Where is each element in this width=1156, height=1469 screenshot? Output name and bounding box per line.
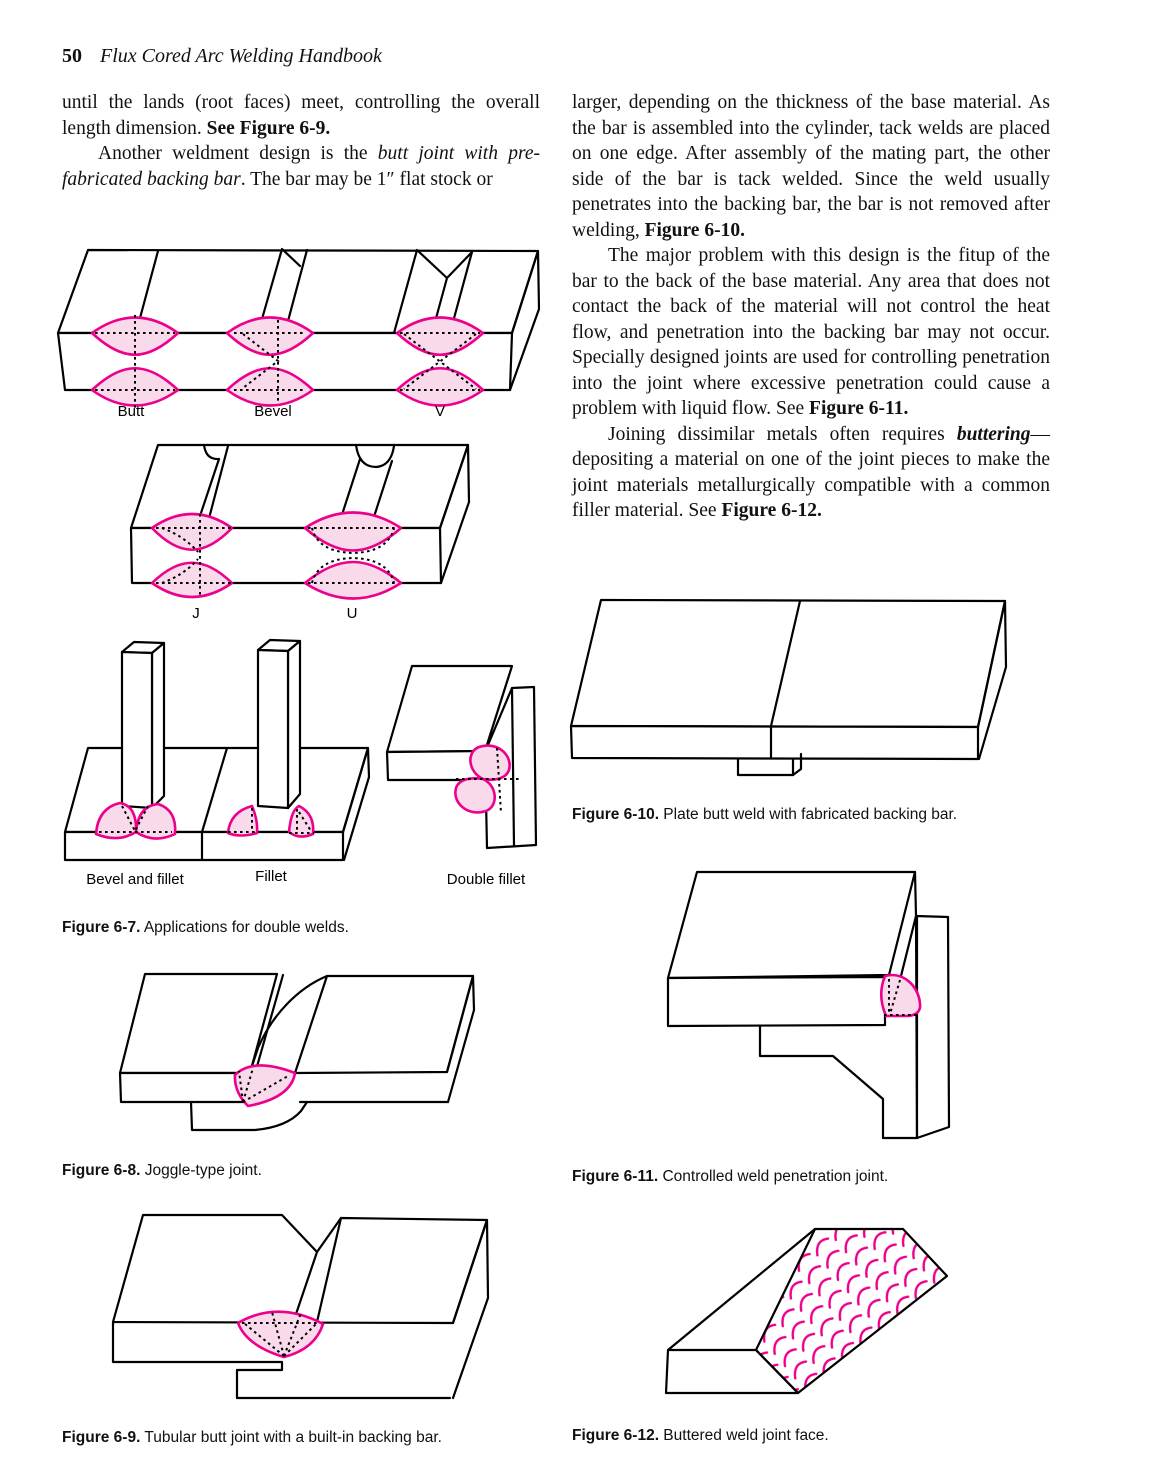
body-text: larger, depending on the thickness of th… (572, 92, 1050, 241)
body-text: . The bar may be 1″ flat stock or (240, 168, 493, 190)
paragraph: Another weldment design is the butt join… (62, 141, 540, 192)
butt-weld-symbol (90, 315, 180, 408)
double-fillet-weld-symbol (454, 744, 521, 814)
label-j: J (192, 605, 200, 622)
body-text: The major problem with this design is th… (572, 245, 1050, 419)
label-butt: Butt (118, 403, 146, 420)
left-column-text: until the lands (root faces) meet, contr… (62, 90, 540, 192)
double-groove-bar-row2: J U (129, 443, 471, 622)
figure-6-10-illustration (569, 598, 1008, 777)
figure-6-9-caption: Figure 6-9. Tubular butt joint with a bu… (62, 1428, 442, 1446)
figure-6-7-caption: Figure 6-7. Applications for double weld… (62, 918, 349, 936)
figure-6-11-caption: Figure 6-11. Controlled weld penetration… (572, 1167, 889, 1185)
figure-6-8-caption: Figure 6-8. Joggle-type joint. (62, 1161, 262, 1179)
v-weld-symbol (395, 316, 485, 407)
bevel-weld-symbol (225, 316, 315, 407)
paragraph: larger, depending on the thickness of th… (572, 90, 1050, 243)
fillet-weld-plates: Bevel and fillet Fillet (63, 638, 371, 888)
figure-6-11-illustration (666, 870, 951, 1140)
figure-reference: Figure 6-11. (809, 398, 909, 419)
paragraph: until the lands (root faces) meet, contr… (62, 90, 540, 141)
backing-bar-weld-symbol (236, 1310, 325, 1359)
figure-6-7-illustration: Butt Bevel V J U (56, 247, 541, 888)
figure-6-12-caption: Figure 6-12. Buttered weld joint face. (572, 1426, 829, 1444)
paragraph: The major problem with this design is th… (572, 243, 1050, 422)
label-bevel-and-fillet: Bevel and fillet (86, 871, 184, 888)
book-title: Flux Cored Arc Welding Handbook (100, 45, 382, 67)
figure-6-8-illustration (118, 972, 476, 1132)
penetration-weld-symbol (880, 973, 922, 1018)
body-text: —depositing a material on one of the joi… (572, 423, 1050, 522)
figure-6-9-illustration (111, 1213, 490, 1400)
label-u: U (347, 605, 358, 622)
figure-reference: Figure 6-10. (644, 219, 745, 241)
figure-6-10-caption: Figure 6-10. Plate butt weld with fabric… (572, 805, 958, 823)
body-text: until the lands (root faces) meet, contr… (62, 92, 540, 139)
term-italic: butt joint with pre-fabricated backing b… (62, 143, 540, 190)
u-weld-symbol (303, 511, 403, 600)
j-weld-symbol (150, 512, 234, 599)
body-text: Another weldment design is the (98, 143, 378, 164)
double-groove-bar-row1: Butt Bevel V (56, 247, 541, 420)
joggle-weld-symbol (233, 1064, 297, 1108)
figure-reference: Figure 6-12. (721, 500, 822, 521)
page-number: 50 (62, 45, 82, 67)
page-header: 50 Flux Cored Arc Welding Handbook (62, 45, 662, 68)
term-bold-italic: buttering (956, 423, 1031, 445)
bevel-and-fillet-weld-symbol (94, 801, 177, 840)
paragraph: Joining dissimilar metals often requires… (572, 422, 1050, 524)
label-double-fillet: Double fillet (447, 871, 526, 888)
fillet-weld-symbol (226, 804, 315, 838)
buttered-face-bar (664, 1227, 949, 1395)
figure-6-12-illustration (664, 1227, 949, 1395)
label-bevel: Bevel (254, 403, 292, 420)
right-column-text: larger, depending on the thickness of th… (572, 90, 1050, 524)
label-fillet: Fillet (255, 868, 288, 885)
fabricated-backing-bar (736, 752, 803, 777)
label-v: V (435, 403, 445, 420)
figure-reference: See Figure 6-9. (206, 117, 331, 139)
double-fillet-lap-joint: Double fillet (385, 664, 538, 888)
body-text: Joining dissimilar metals often requires (608, 423, 957, 445)
